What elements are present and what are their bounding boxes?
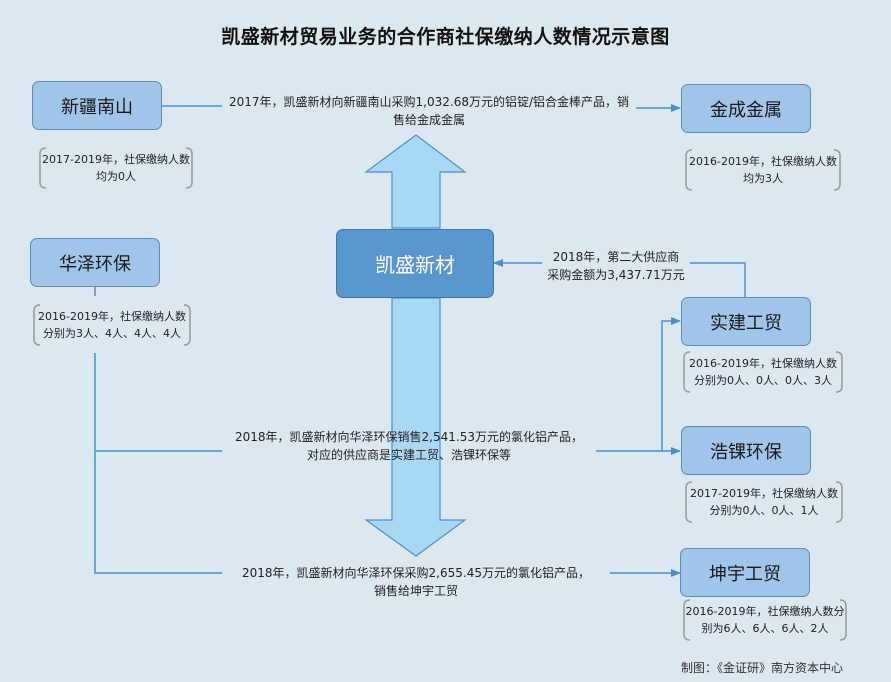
note-kunyu-line1: 2016-2019年，社保缴纳人数分 [685, 605, 845, 618]
note-bracket-xinjiang [39, 147, 193, 189]
edge-middle-line2: 对应的供应商是实建工贸、浩锞环保等 [306, 448, 511, 462]
edge-label-middle: 2018年，凯盛新材向华泽环保销售2,541.53万元的氯化铝产品， 对应的供应商… [222, 427, 596, 465]
note-bracket-kunyu [683, 599, 847, 641]
note-kunyu-line2: 别为6人、6人、6人、2人 [701, 622, 829, 635]
node-shijian-label: 实建工贸 [710, 312, 782, 334]
node-huaze-label: 华泽环保 [59, 253, 131, 275]
note-bracket-huaze [33, 304, 191, 346]
node-haoke[interactable]: 浩锞环保 [681, 426, 811, 475]
note-shijian-line2: 分别为0人、0人、0人、3人 [694, 374, 832, 387]
node-xinjiang-label: 新疆南山 [61, 96, 133, 118]
edge-supplier-line [690, 262, 746, 297]
huaze-branch-line [94, 353, 222, 574]
edge-bottom-line2: 销售给坤宇工贸 [373, 584, 458, 598]
edge-label-bottom: 2018年，凯盛新材向华泽环保采购2,655.45万元的氯化铝产品， 销售给坤宇工… [222, 563, 610, 601]
node-xinjiang[interactable]: 新疆南山 [32, 81, 162, 130]
page-title: 凯盛新材贸易业务的合作商社保缴纳人数情况示意图 [221, 26, 670, 48]
edge-bottom-line1: 2018年，凯盛新材向华泽环保采购2,655.45万元的氯化铝产品， [242, 566, 590, 580]
note-bracket-jincheng [685, 149, 841, 191]
edge-to-shijian [661, 317, 681, 451]
note-haoke-line2: 分别为0人、0人、1人 [709, 504, 819, 517]
note-xinjiang-line2: 均为0人 [96, 170, 136, 183]
edge-label-supplier: 2018年，第二大供应商采购金额为3,437.71万元 [542, 248, 690, 284]
edge-supplier-line2: 采购金额为3,437.71万元 [547, 268, 685, 282]
node-haoke-label: 浩锞环保 [710, 441, 782, 463]
note-huaze-line2: 分别为3人、4人、4人、4人 [43, 327, 181, 340]
edge-top-line1: 2017年，凯盛新材向新疆南山采购1,032.68万元的铝锭/铝合金棒产品，销 [228, 95, 630, 109]
note-haoke: 2017-2019年，社保缴纳人数分别为0人、0人、1人 [686, 482, 842, 522]
node-jincheng[interactable]: 金成金属 [681, 84, 811, 133]
note-kunyu: 2016-2019年，社保缴纳人数分别为6人、6人、6人、2人 [684, 600, 846, 640]
note-huaze-line1: 2016-2019年，社保缴纳人数 [38, 310, 186, 323]
vertical-double-arrow [364, 134, 467, 229]
node-jincheng-label: 金成金属 [710, 99, 782, 121]
edge-supplier-line1: 2018年，第二大供应商 [552, 250, 680, 264]
edge-middle-line1: 2018年，凯盛新材向华泽环保销售2,541.53万元的氯化铝产品， [235, 430, 583, 444]
note-jincheng-line2: 均为3人 [743, 172, 783, 185]
note-xinjiang-line1: 2017-2019年，社保缴纳人数 [42, 153, 190, 166]
node-kunyu-label: 坤宇工贸 [709, 563, 781, 585]
note-shijian-line1: 2016-2019年，社保缴纳人数 [689, 357, 837, 370]
note-shijian: 2016-2019年，社保缴纳人数分别为0人、0人、0人、3人 [684, 352, 842, 392]
node-kunyu[interactable]: 坤宇工贸 [680, 548, 810, 597]
note-jincheng: 2016-2019年，社保缴纳人数均为3人 [686, 150, 840, 190]
note-haoke-line1: 2017-2019年，社保缴纳人数 [690, 487, 838, 500]
vertical-double-arrow-lower [364, 297, 467, 557]
note-jincheng-line1: 2016-2019年，社保缴纳人数 [689, 155, 837, 168]
edge-top-line2: 售给金成金属 [392, 113, 465, 127]
note-xinjiang: 2017-2019年，社保缴纳人数均为0人 [40, 148, 192, 188]
edge-label-top: 2017年，凯盛新材向新疆南山采购1,032.68万元的铝锭/铝合金棒产品，销售… [222, 92, 636, 130]
node-shijian[interactable]: 实建工贸 [681, 297, 811, 346]
node-center-label: 凯盛新材 [375, 253, 455, 277]
note-bracket-haoke [685, 481, 843, 523]
credit-text: 制图：《金证研》南方资本中心 [680, 661, 843, 675]
note-huaze: 2016-2019年，社保缴纳人数分别为3人、4人、4人、4人 [34, 305, 190, 345]
note-bracket-shijian [683, 351, 843, 393]
node-huaze[interactable]: 华泽环保 [30, 238, 160, 287]
node-center-kaisheng[interactable]: 凯盛新材 [336, 229, 494, 298]
